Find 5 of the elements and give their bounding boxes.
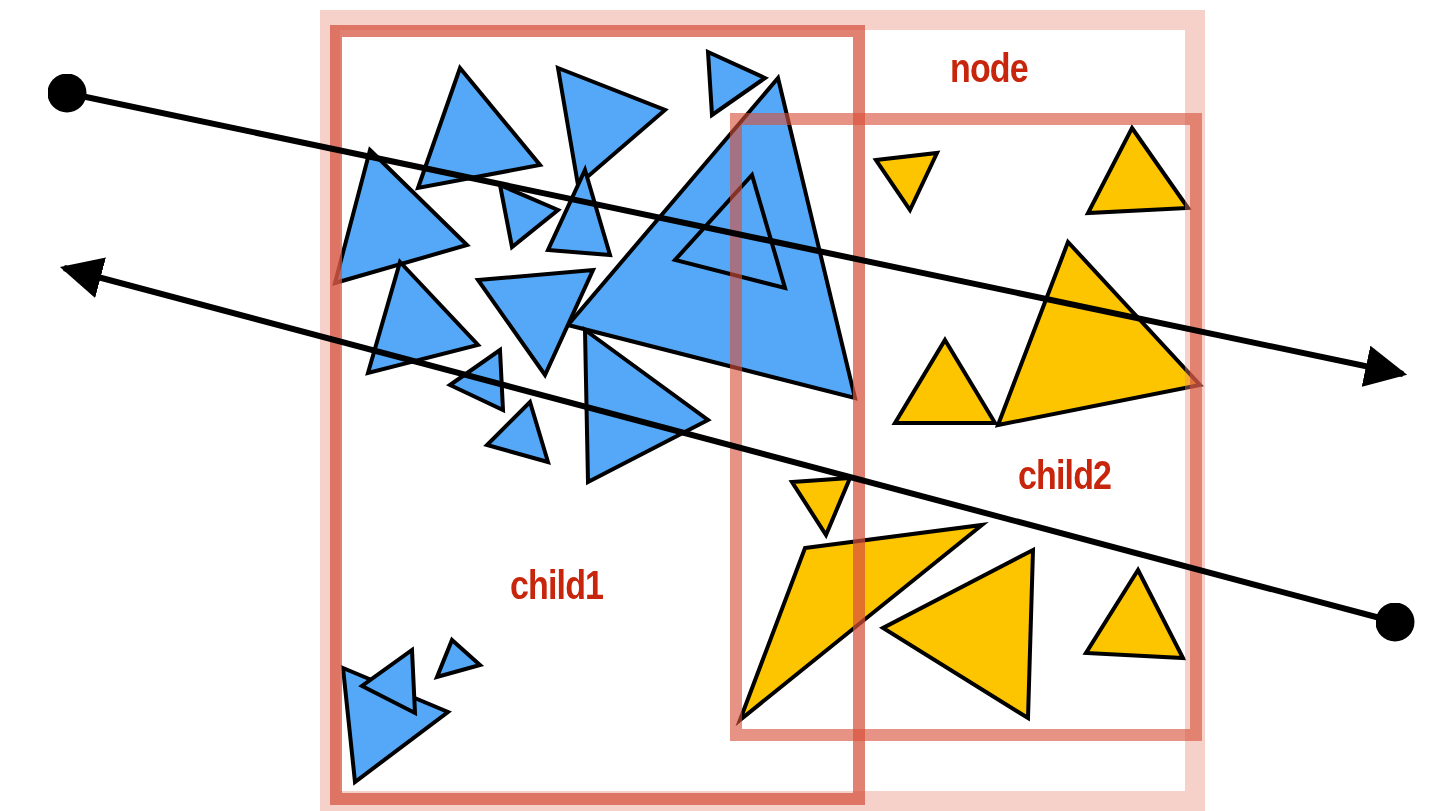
- box-label: child1: [510, 565, 604, 605]
- box-label: child2: [1018, 455, 1112, 495]
- box-label: node: [950, 48, 1028, 88]
- bounding-box: [730, 113, 1202, 741]
- bounding-box: [330, 25, 865, 805]
